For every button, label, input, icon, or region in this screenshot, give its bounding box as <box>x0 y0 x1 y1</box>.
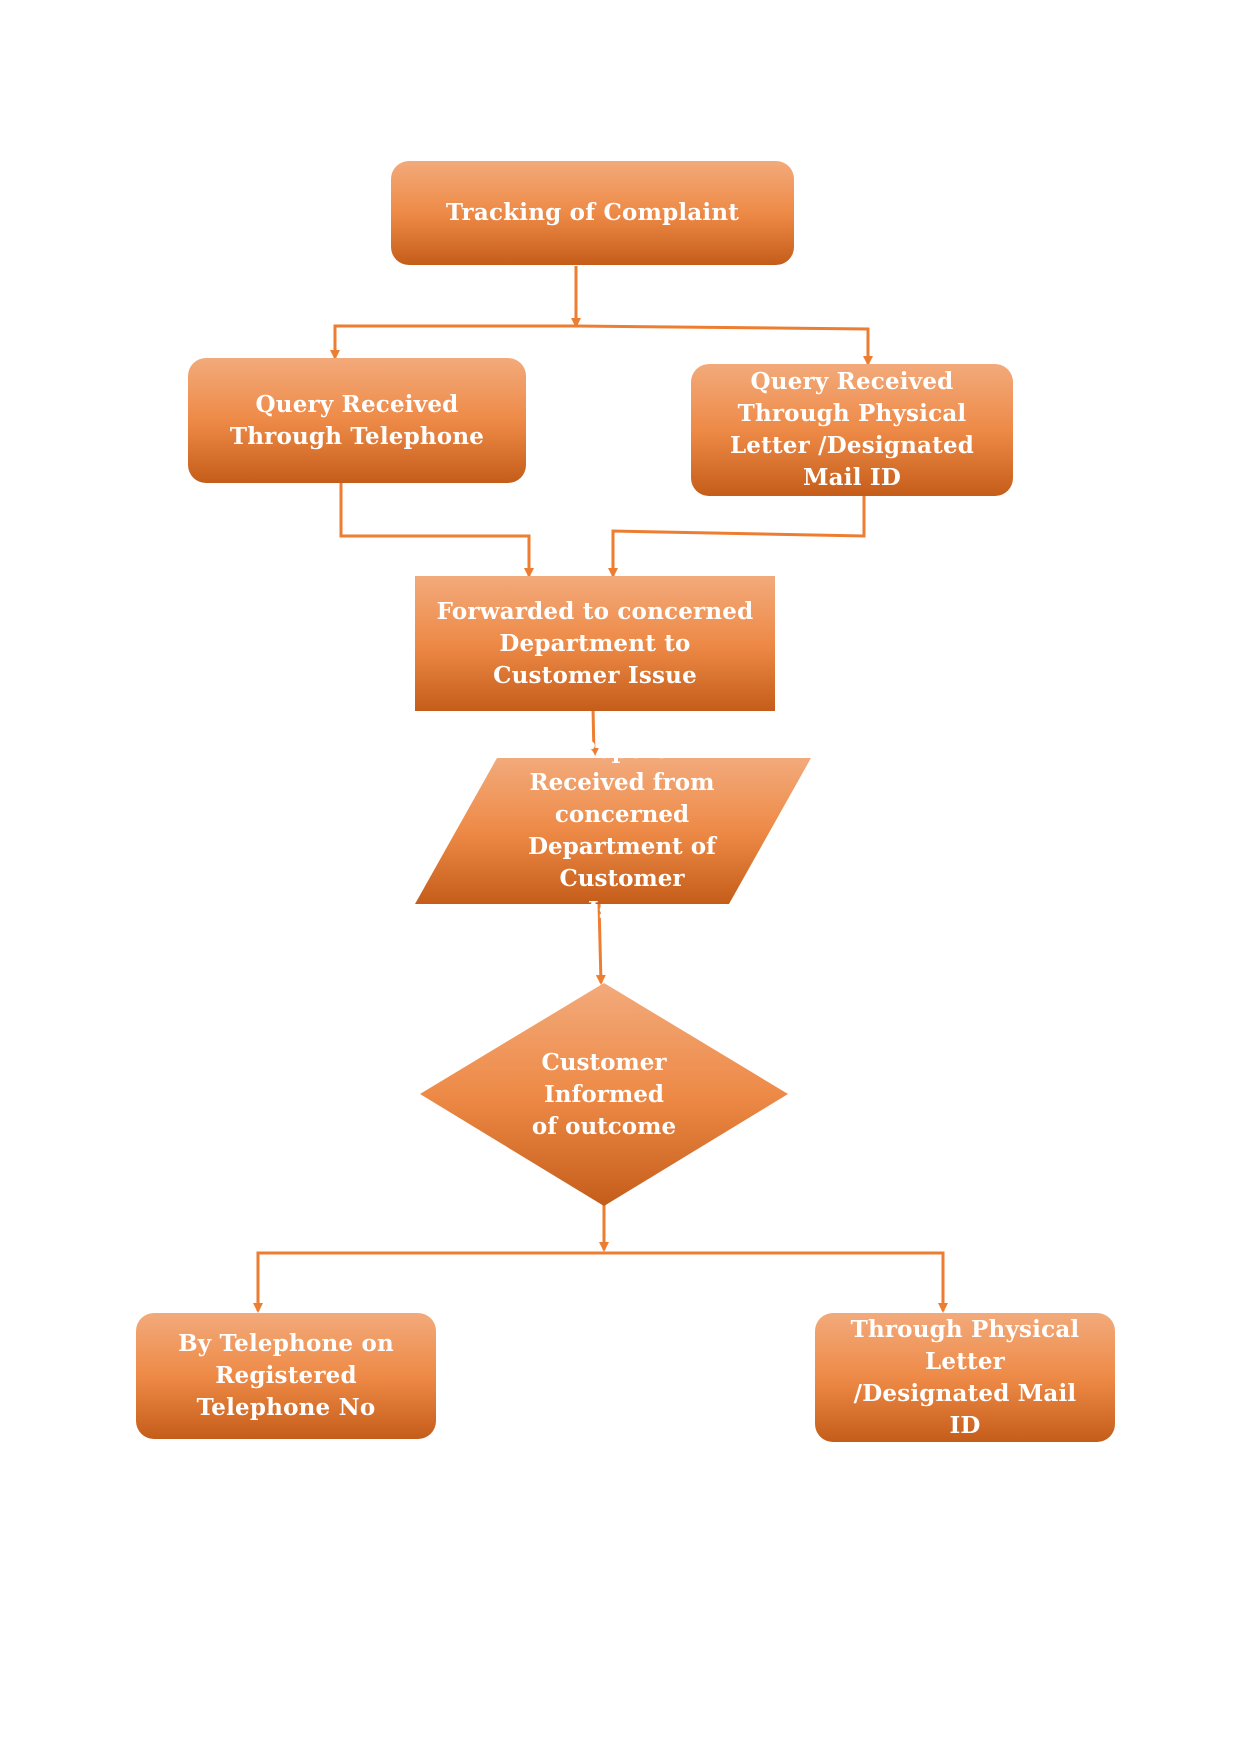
query-telephone-node: Query Received Through Telephone <box>188 358 526 483</box>
connector-split-to-telephone <box>330 324 576 360</box>
connector-split-to-out-telephone <box>253 1251 604 1313</box>
connector-report-to-decision <box>595 902 606 985</box>
report-shape <box>415 758 811 904</box>
report-label: Report Received from concerned Departmen… <box>528 737 716 924</box>
decision-node: Customer Informed of outcome <box>420 983 788 1206</box>
connector-split-to-out-letter <box>604 1251 948 1313</box>
start-label: Tracking of Complaint <box>445 199 740 226</box>
connector-letter-to-forwarded <box>608 496 866 578</box>
decision-shape <box>420 983 788 1206</box>
query-letter-node: Query Received Through Physical Letter /… <box>691 364 1013 496</box>
outcome-telephone-label: By Telephone on Registered Telephone No <box>178 1330 394 1421</box>
forwarded-node: Forwarded to concerned Department to Cus… <box>415 576 775 711</box>
outcome-letter-label: Through Physical Letter /Designated Mail… <box>850 1315 1080 1439</box>
connector-split-to-letter <box>575 324 873 366</box>
connector-forwarded-to-report <box>588 707 599 758</box>
outcome-telephone-node: By Telephone on Registered Telephone No <box>136 1313 436 1439</box>
query-telephone-label: Query Received Through Telephone <box>229 390 485 450</box>
start-node: Tracking of Complaint <box>391 161 794 265</box>
connector-telephone-to-forwarded <box>339 483 534 578</box>
query-letter-label: Query Received Through Physical Letter /… <box>729 368 975 491</box>
report-node: Report Received from concerned Departmen… <box>415 737 811 924</box>
decision-label: Customer Informed of outcome <box>531 1048 677 1140</box>
outcome-letter-node: Through Physical Letter /Designated Mail… <box>815 1313 1115 1442</box>
forwarded-label: Forwarded to concerned Department to Cus… <box>436 597 754 689</box>
